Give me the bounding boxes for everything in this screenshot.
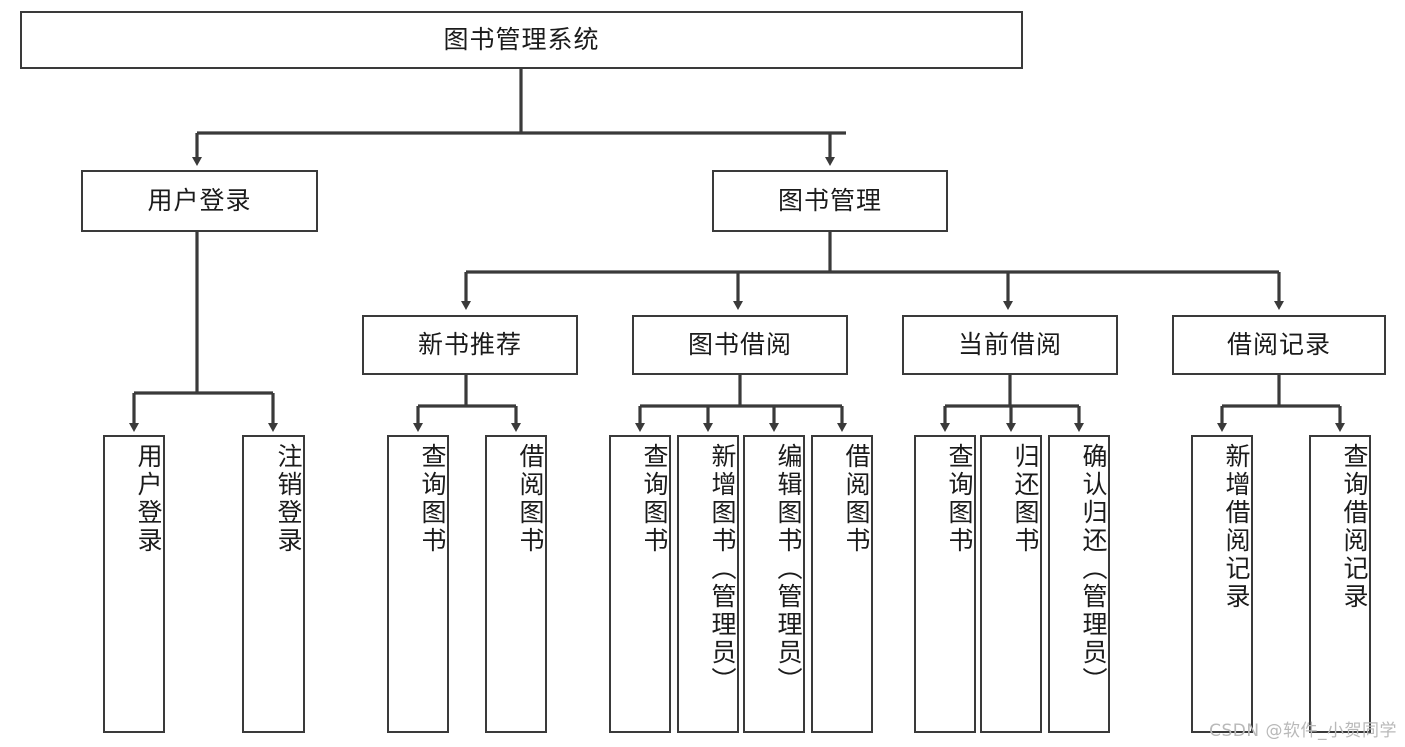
node-label: 新书推荐 (417, 330, 522, 360)
node-leaf-borrow-book-2[interactable]: 借阅图书 (811, 435, 873, 733)
node-leaf-borrow-book-1[interactable]: 借阅图书 (485, 435, 547, 733)
node-label: 编辑图书（管理员） (774, 443, 803, 695)
node-label: 借阅图书 (516, 443, 545, 555)
node-label: 新增借阅记录 (1222, 443, 1251, 611)
node-label: 查询图书 (945, 443, 974, 555)
node-label: 用户登录 (147, 186, 252, 216)
node-label: 新增图书（管理员） (708, 443, 737, 695)
node-label: 查询图书 (418, 443, 447, 555)
node-leaf-query-record[interactable]: 查询借阅记录 (1309, 435, 1371, 733)
node-book-management[interactable]: 图书管理 (712, 170, 948, 232)
node-leaf-query-book-2[interactable]: 查询图书 (609, 435, 671, 733)
node-new-book-recommend[interactable]: 新书推荐 (362, 315, 578, 375)
node-label: 用户登录 (134, 443, 163, 555)
node-leaf-return-book[interactable]: 归还图书 (980, 435, 1042, 733)
node-label: 图书借阅 (687, 330, 792, 360)
node-leaf-query-book-3[interactable]: 查询图书 (914, 435, 976, 733)
node-leaf-query-book-1[interactable]: 查询图书 (387, 435, 449, 733)
node-leaf-edit-book[interactable]: 编辑图书（管理员） (743, 435, 805, 733)
node-borrow-record[interactable]: 借阅记录 (1172, 315, 1386, 375)
node-current-borrow[interactable]: 当前借阅 (902, 315, 1118, 375)
node-label: 查询图书 (640, 443, 669, 555)
node-user-login[interactable]: 用户登录 (81, 170, 318, 232)
node-leaf-logout-login[interactable]: 注销登录 (242, 435, 305, 733)
node-leaf-add-record[interactable]: 新增借阅记录 (1191, 435, 1253, 733)
node-leaf-user-login[interactable]: 用户登录 (103, 435, 165, 733)
node-label: 查询借阅记录 (1340, 443, 1369, 611)
node-label: 图书管理系统 (443, 25, 600, 55)
node-label: 图书管理 (777, 186, 882, 216)
node-leaf-add-book[interactable]: 新增图书（管理员） (677, 435, 739, 733)
node-root-system[interactable]: 图书管理系统 (20, 11, 1023, 69)
node-label: 当前借阅 (957, 330, 1062, 360)
watermark-text: CSDN @软件_小贺同学 (1209, 721, 1397, 741)
node-label: 确认归还（管理员） (1079, 443, 1108, 695)
node-leaf-confirm-return[interactable]: 确认归还（管理员） (1048, 435, 1110, 733)
node-book-borrow[interactable]: 图书借阅 (632, 315, 848, 375)
node-label: 注销登录 (274, 443, 303, 555)
node-label: 借阅记录 (1226, 330, 1331, 360)
node-label: 归还图书 (1011, 443, 1040, 555)
node-label: 借阅图书 (842, 443, 871, 555)
